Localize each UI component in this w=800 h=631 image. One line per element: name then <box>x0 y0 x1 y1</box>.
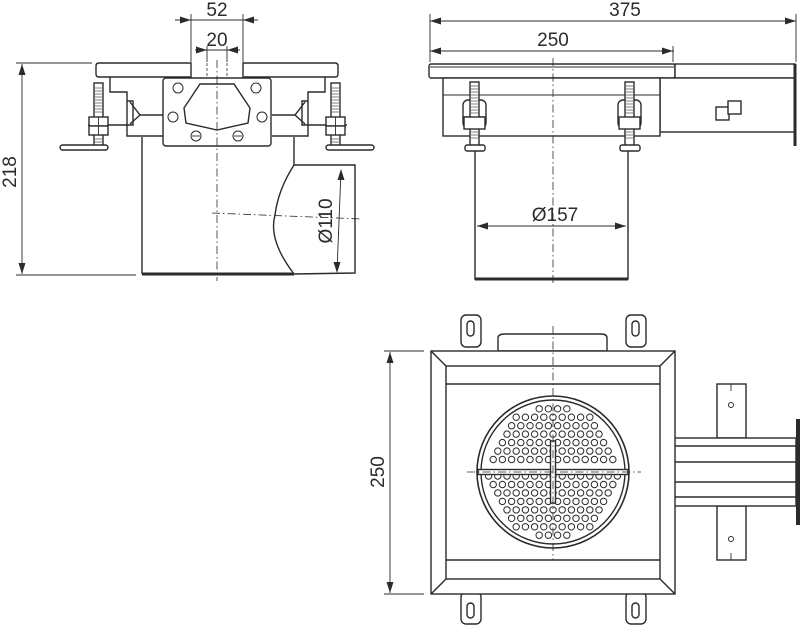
dim-label-outlet: Ø110 <box>316 198 337 243</box>
dim-250-side: 250 <box>430 30 674 62</box>
dim-label-218: 218 <box>0 156 21 188</box>
dim-375: 375 <box>429 0 797 62</box>
dim-label-375: 375 <box>609 0 641 21</box>
dim-label-157: Ø157 <box>532 205 578 226</box>
front-view: 52 20 <box>0 0 375 281</box>
dim-20: 20 <box>195 30 240 62</box>
top-view: 250 <box>368 314 800 625</box>
dim-250-top: 250 <box>368 350 424 595</box>
dim-label-250-side: 250 <box>537 30 569 51</box>
bolt-left <box>462 81 487 152</box>
leveling-screw-left <box>59 82 109 151</box>
dim-label-250-top: 250 <box>368 456 389 488</box>
dim-label-20: 20 <box>206 30 227 51</box>
mounting-ear <box>460 314 647 625</box>
dim-157: Ø157 <box>477 205 626 230</box>
bolt-right <box>617 81 642 152</box>
grate-perforation-holes <box>484 405 622 539</box>
dim-outlet-diameter: Ø110 <box>316 169 345 273</box>
side-view: 375 250 <box>428 0 797 283</box>
dim-label-52: 52 <box>206 0 227 21</box>
dim-52: 52 <box>175 0 258 62</box>
leveling-screw-right <box>325 82 375 151</box>
dim-218: 218 <box>0 62 136 276</box>
